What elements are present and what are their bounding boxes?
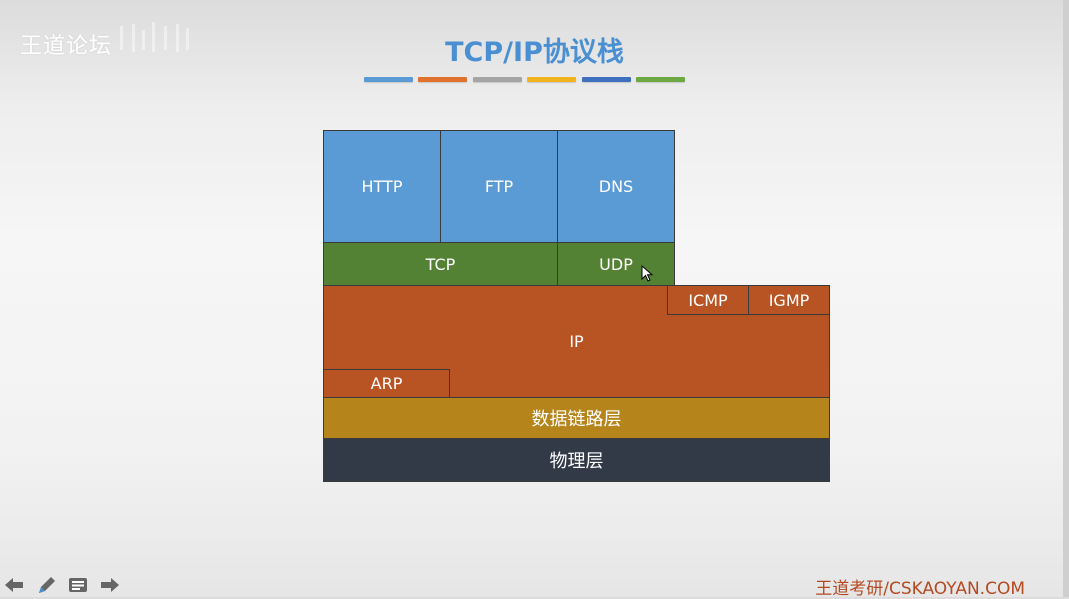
- http-block: HTTP: [323, 130, 441, 243]
- slide-title: TCP/IP协议栈: [445, 37, 624, 68]
- icmp-block: ICMP: [667, 285, 749, 315]
- previous-slide-button[interactable]: [2, 575, 26, 595]
- datalink-block: 数据链路层: [323, 397, 830, 439]
- window-edge: [1063, 0, 1069, 597]
- udp-label: UDP: [599, 254, 633, 274]
- slide-menu-button[interactable]: [66, 575, 90, 595]
- arp-block: ARP: [323, 369, 450, 398]
- mouse-pointer-icon: [641, 265, 654, 282]
- watermark-graphic: [118, 22, 196, 52]
- pen-icon: [39, 577, 55, 593]
- udp-block: UDP: [557, 242, 675, 286]
- arp-label: ARP: [370, 374, 403, 393]
- arrow-right-icon: [101, 578, 119, 592]
- slideshow-nav: [0, 575, 122, 595]
- arrow-left-icon: [5, 578, 23, 592]
- ftp-label: FTP: [484, 177, 514, 196]
- ftp-block: FTP: [440, 130, 558, 243]
- ip-label: IP: [569, 332, 584, 351]
- menu-icon: [69, 578, 87, 592]
- dns-block: DNS: [557, 130, 675, 243]
- dns-label: DNS: [598, 177, 634, 196]
- next-slide-button[interactable]: [98, 575, 122, 595]
- tcp-label: TCP: [425, 254, 456, 274]
- igmp-label: IGMP: [768, 290, 810, 310]
- watermark-logo: 王道论坛: [20, 34, 113, 59]
- igmp-block: IGMP: [748, 285, 830, 315]
- pen-tool-button[interactable]: [34, 575, 58, 595]
- datalink-label: 数据链路层: [531, 409, 622, 430]
- http-label: HTTP: [361, 177, 403, 196]
- physical-label: 物理层: [549, 451, 604, 472]
- physical-block: 物理层: [323, 438, 830, 482]
- footer-brand: 王道考研/CSKAOYAN.COM: [815, 579, 1025, 599]
- tcp-block: TCP: [323, 242, 558, 286]
- icmp-label: ICMP: [688, 290, 728, 310]
